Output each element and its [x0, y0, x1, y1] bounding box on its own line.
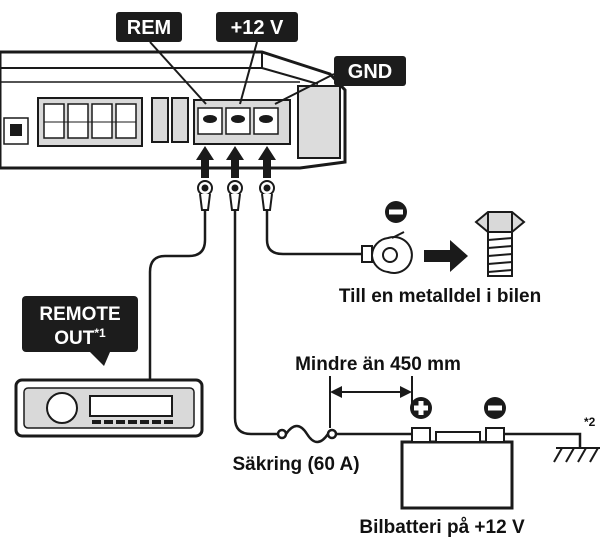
- plus12-label-box: +12 V: [216, 12, 298, 42]
- plus-icon: [410, 397, 432, 419]
- power-wire: [233, 210, 278, 436]
- volume-knob-icon: [46, 392, 78, 424]
- right-arrow-icon: [424, 240, 468, 272]
- gnd-wire: [265, 210, 362, 256]
- display-icon: [89, 395, 173, 417]
- car-battery: [400, 427, 514, 510]
- distance-indicator: [329, 376, 413, 428]
- bolt-icon: [474, 211, 526, 277]
- ground-ring-terminal: [361, 231, 413, 274]
- fuse-icon: [276, 424, 338, 444]
- distance-label: Mindre än 450 mm: [295, 354, 461, 375]
- plus12-label: +12 V: [231, 17, 284, 39]
- rem-wire: [148, 210, 207, 380]
- remote-out-line2: OUT: [54, 328, 95, 349]
- gnd-label-box: GND: [334, 56, 406, 86]
- metal-part-label: Till en metalldel i bilen: [339, 286, 541, 307]
- ground-note: *2: [584, 415, 596, 429]
- svg-text:OUT*1: OUT*1: [54, 326, 106, 349]
- fuse-label: Säkring (60 A): [232, 454, 359, 475]
- rem-label: REM: [127, 17, 171, 39]
- remote-out-line1: REMOTE: [39, 304, 120, 325]
- gnd-label: GND: [348, 61, 392, 83]
- ground-symbol-icon: [553, 447, 600, 463]
- car-head-unit: [14, 378, 204, 438]
- battery-ground-wire: [498, 432, 582, 448]
- battery-label: Bilbatteri på +12 V: [359, 517, 525, 538]
- wires: [148, 210, 582, 448]
- minus-icon-battery: [484, 397, 506, 419]
- label-leader-lines: [149, 41, 335, 105]
- remote-out-label-box: REMOTE OUT*1: [22, 296, 138, 366]
- amplifier-unit: [0, 50, 347, 170]
- speaker-terminal-block: [37, 97, 143, 147]
- insertion-arrows: [196, 146, 276, 178]
- rem-label-box: REM: [116, 12, 182, 42]
- power-terminal-block: [193, 99, 291, 145]
- ring-terminals: [197, 180, 275, 211]
- minus-icon: [385, 201, 407, 223]
- remote-out-note: *1: [94, 326, 106, 340]
